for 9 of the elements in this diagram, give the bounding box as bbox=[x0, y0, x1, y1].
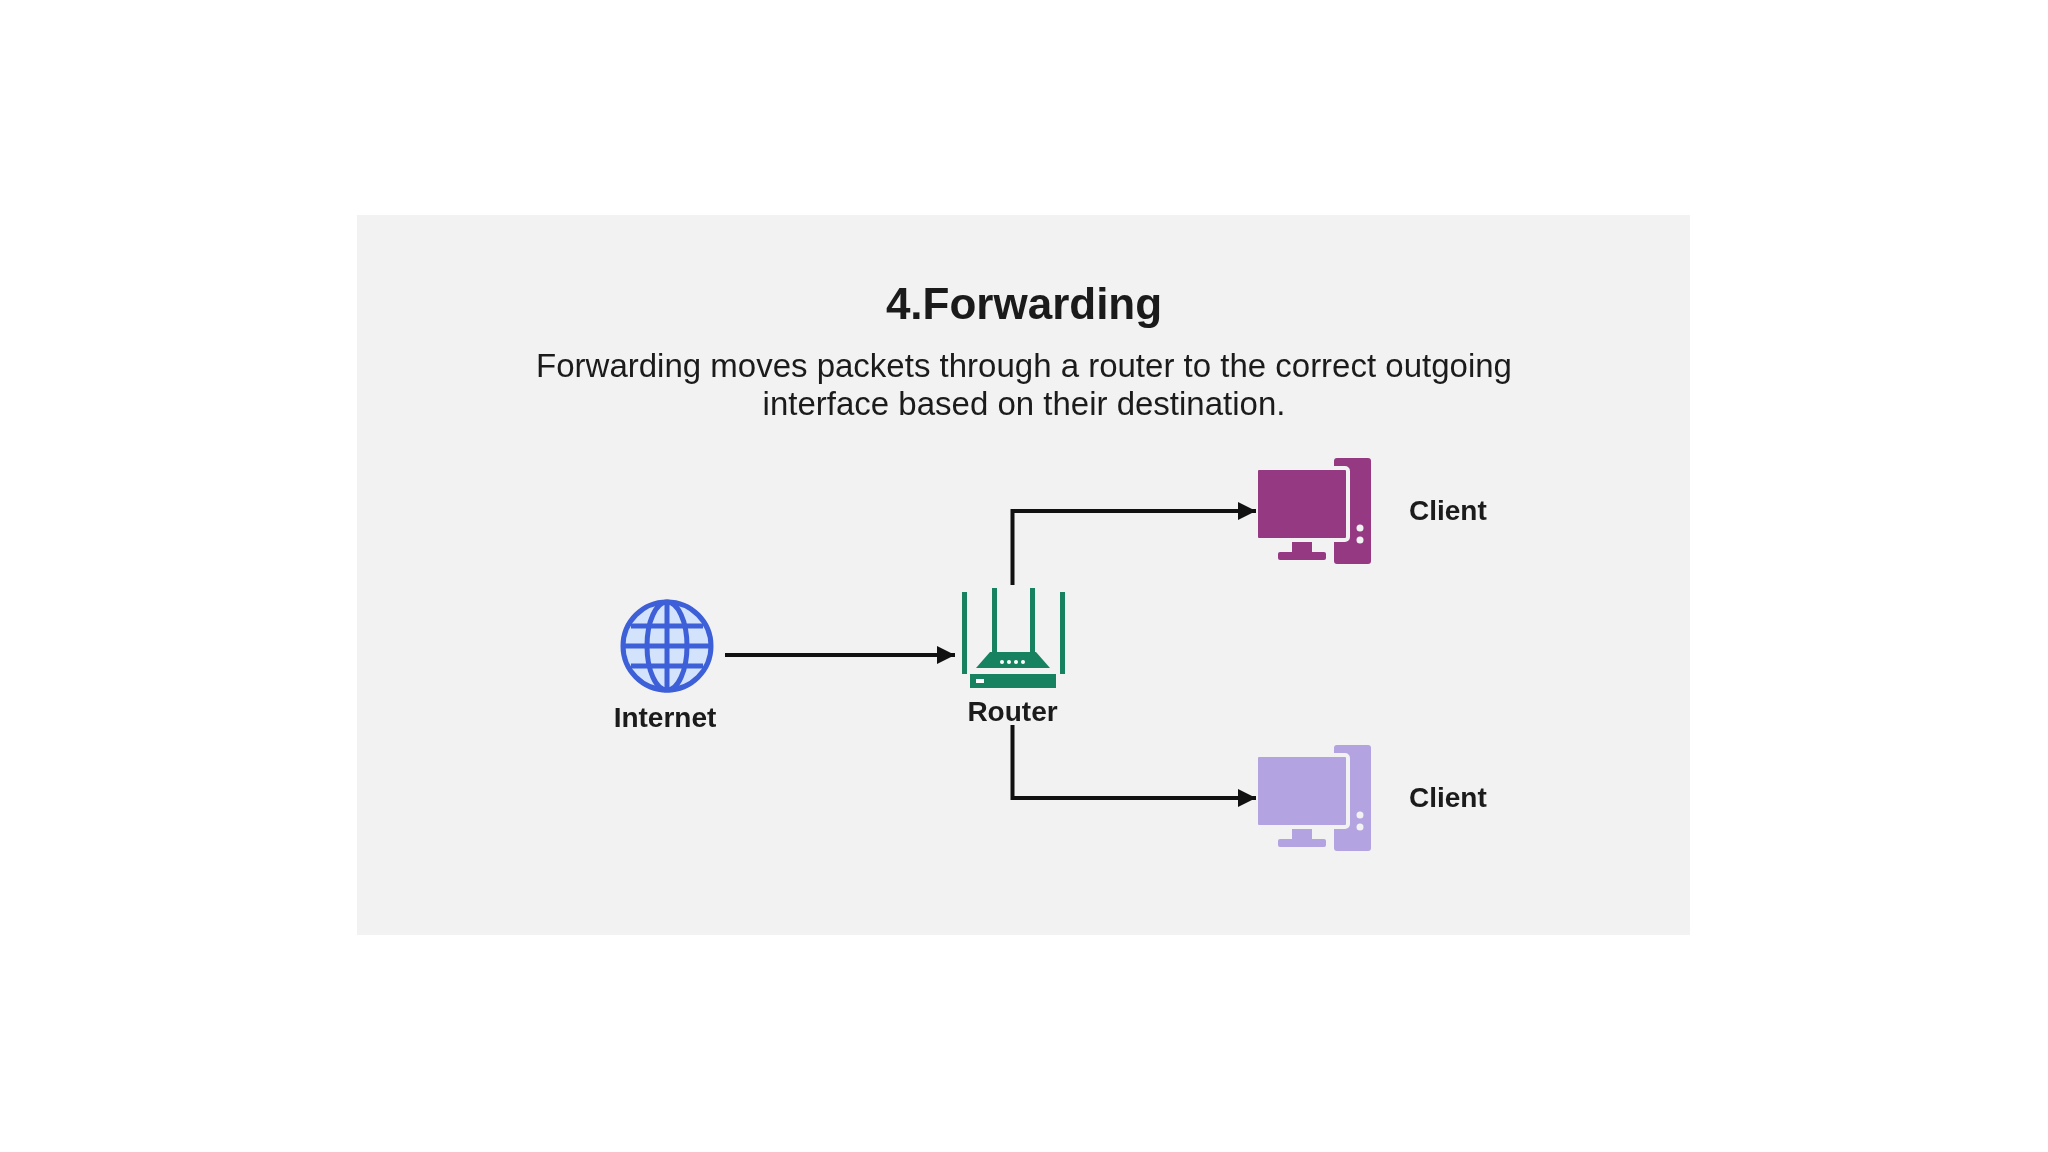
arrow bbox=[725, 646, 955, 664]
title: 4.Forwarding bbox=[884, 278, 1164, 330]
caption: Forwarding moves packets through a router to the correct outgoing interface based on their destination. bbox=[535, 347, 1513, 423]
arrow bbox=[1010, 502, 1256, 585]
node-label: Router bbox=[966, 696, 1059, 728]
node-label: Client bbox=[1409, 782, 1487, 814]
arrow bbox=[1010, 725, 1256, 807]
node-label: Client bbox=[1409, 495, 1487, 527]
node-label: Internet bbox=[612, 702, 718, 734]
